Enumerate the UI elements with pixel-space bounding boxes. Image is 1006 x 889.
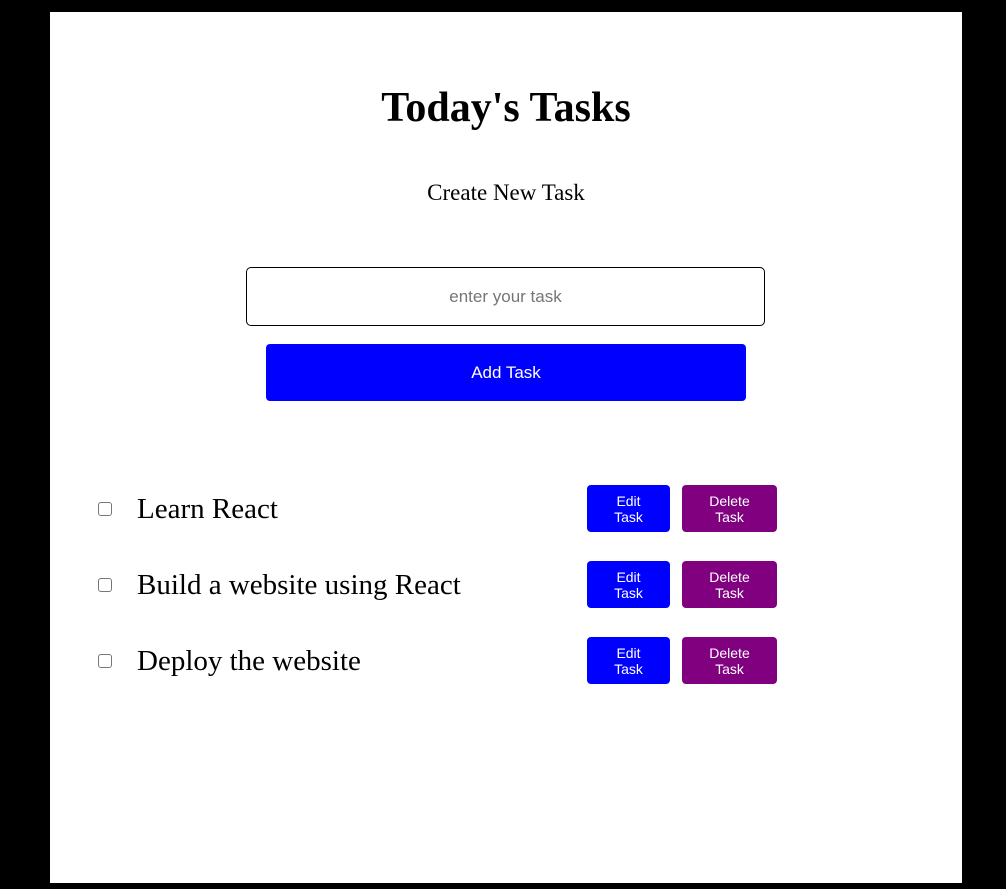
delete-task-button-label: Delete Task bbox=[709, 568, 750, 601]
page-title: Today's Tasks bbox=[381, 85, 631, 131]
task-input[interactable] bbox=[246, 267, 765, 326]
page-container: Today's Tasks Create New Task Add Task L… bbox=[50, 12, 962, 883]
edit-task-button-label: Edit Task bbox=[614, 492, 643, 525]
task-label: Learn React bbox=[137, 493, 278, 525]
delete-task-button[interactable]: Delete Task bbox=[682, 637, 777, 684]
task-item: Learn React Edit Task Delete Task bbox=[50, 485, 962, 533]
task-item: Deploy the website Edit Task Delete Task bbox=[50, 637, 962, 685]
task-label: Deploy the website bbox=[137, 645, 361, 677]
task-checkbox[interactable] bbox=[98, 578, 112, 592]
task-label: Build a website using React bbox=[137, 569, 461, 601]
delete-task-button[interactable]: Delete Task bbox=[682, 561, 777, 608]
task-checkbox[interactable] bbox=[98, 654, 112, 668]
edit-task-button-label: Edit Task bbox=[614, 644, 643, 677]
edit-task-button[interactable]: Edit Task bbox=[587, 561, 670, 608]
edit-task-button[interactable]: Edit Task bbox=[587, 485, 670, 532]
delete-task-button[interactable]: Delete Task bbox=[682, 485, 777, 532]
task-item: Build a website using React Edit Task De… bbox=[50, 561, 962, 609]
form-heading: Create New Task bbox=[427, 180, 585, 205]
add-task-button[interactable]: Add Task bbox=[266, 344, 746, 401]
delete-task-button-label: Delete Task bbox=[709, 492, 750, 525]
task-checkbox[interactable] bbox=[98, 502, 112, 516]
edit-task-button-label: Edit Task bbox=[614, 568, 643, 601]
edit-task-button[interactable]: Edit Task bbox=[587, 637, 670, 684]
delete-task-button-label: Delete Task bbox=[709, 644, 750, 677]
